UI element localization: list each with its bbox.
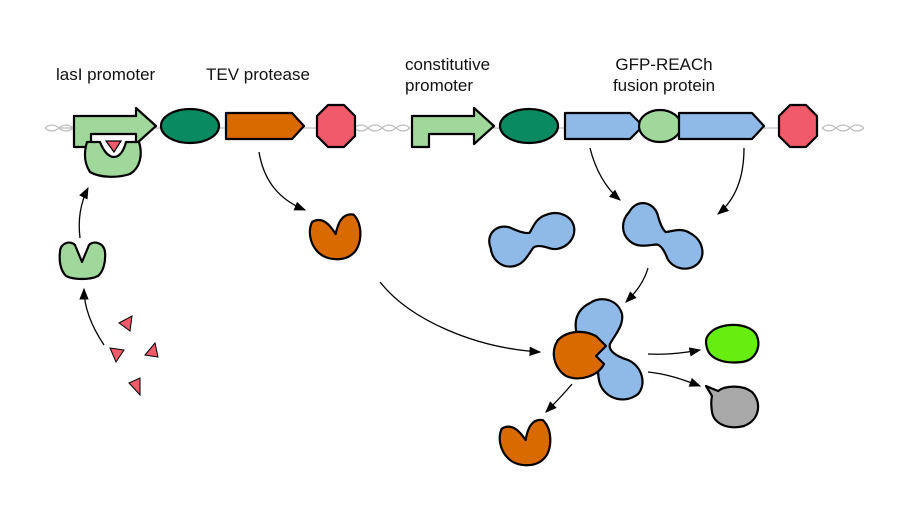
tev-protease-label: TEV protease [206, 65, 310, 84]
lasi-promoter-label: lasI promoter [56, 65, 156, 84]
tev-protease-recycled-icon [496, 417, 557, 472]
ahl-triangle-icon [128, 377, 141, 397]
lasi-promoter-arrow-icon [72, 106, 158, 149]
linker-icon [637, 108, 683, 144]
fusion-protein-icon [615, 198, 712, 274]
ahl-bound-icon [104, 140, 123, 154]
constitutive-promoter-label-line2: promoter [405, 76, 474, 95]
fusion-cds-part1-icon [563, 111, 645, 141]
arrows [78, 147, 745, 413]
constitutive-promoter-arrow-icon [410, 106, 496, 149]
terminator-1-icon [315, 103, 357, 149]
fusion-cds-part2-icon [677, 111, 766, 141]
receptor-free-icon [58, 241, 107, 281]
rbs-2-icon [498, 107, 560, 145]
tev-protease-icon [306, 211, 366, 265]
gfp-reach-label-line1: GFP-REACh [615, 55, 713, 74]
gfp-active-icon [704, 323, 760, 364]
terminator-2-icon [777, 103, 819, 149]
ahl-molecules [109, 315, 159, 397]
gfp-reach-label-line2: fusion protein [612, 76, 716, 95]
cleavage-complex [552, 298, 644, 401]
constitutive-promoter-label-line1: constitutive [405, 55, 491, 74]
tev-cds-arrow-icon [224, 111, 306, 141]
ahl-triangle-icon [118, 315, 133, 332]
receptor-bound-icon [83, 140, 142, 178]
rbs-1-icon [159, 107, 221, 145]
fusion-protein-icon [479, 188, 583, 287]
tev-protease-bound-icon [552, 330, 608, 380]
gfp-inactive-icon [704, 384, 760, 429]
ahl-triangle-icon [109, 347, 125, 364]
ahl-triangle-icon [144, 341, 159, 358]
